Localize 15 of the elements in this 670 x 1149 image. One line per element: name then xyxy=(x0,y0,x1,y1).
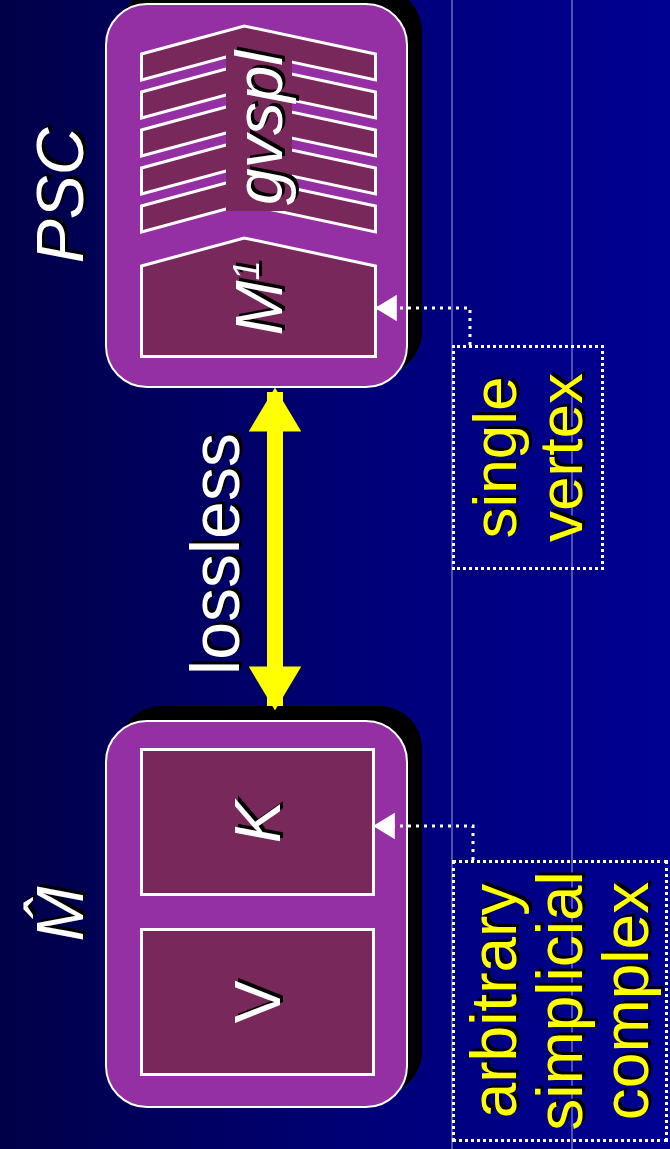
callout-box xyxy=(452,860,668,1142)
panel-heading: M̂ xyxy=(23,886,97,942)
chevron-box xyxy=(140,238,377,358)
leader-arrow xyxy=(374,294,472,345)
math-symbol: K xyxy=(225,800,290,844)
note-text: single vertex xyxy=(462,372,594,544)
panel-heading: PSC xyxy=(23,127,97,264)
component-box xyxy=(140,928,375,1076)
leader-arrow xyxy=(372,812,475,860)
callout-box xyxy=(452,345,604,570)
edge-label: lossless xyxy=(180,433,250,675)
note-text: arbitrary simplicial complex xyxy=(461,871,659,1131)
math-symbol: V xyxy=(225,980,290,1024)
double-arrow xyxy=(248,387,302,711)
component-box xyxy=(140,748,375,896)
